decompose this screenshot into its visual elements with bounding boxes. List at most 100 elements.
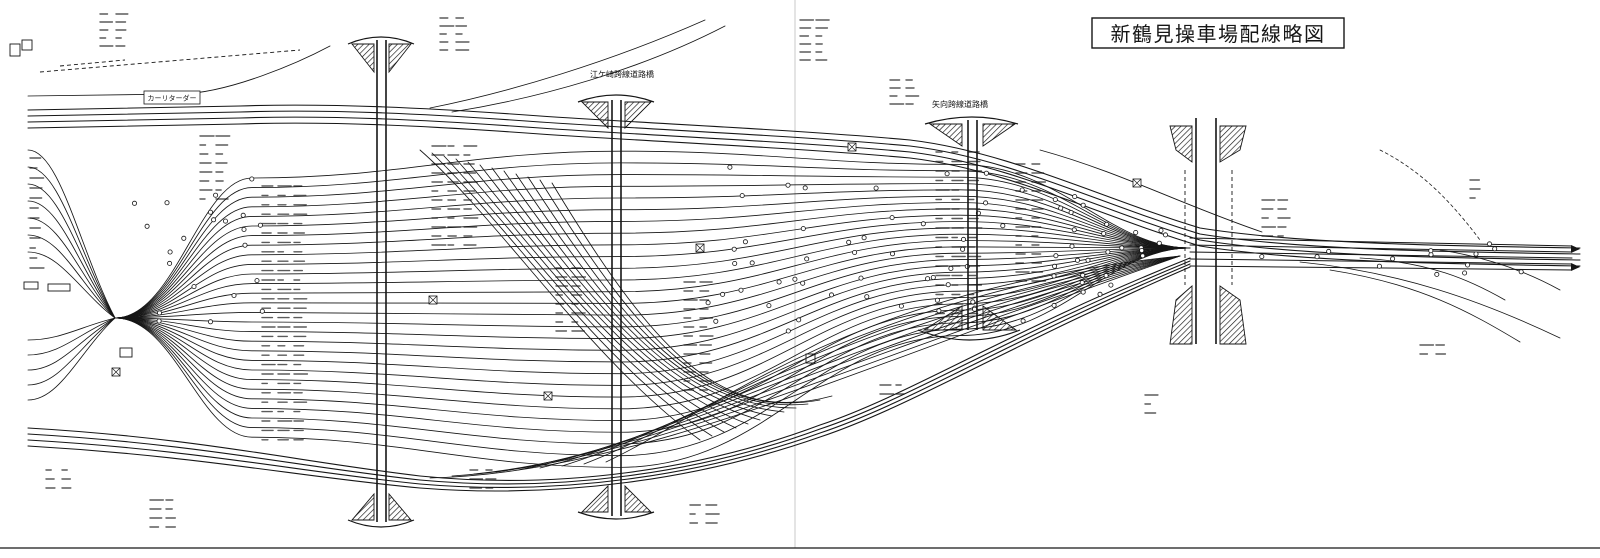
bridge-abutment [351, 492, 375, 521]
main-line-upper [27, 104, 1581, 249]
track-layer [27, 19, 1581, 492]
signal-cabin [695, 243, 705, 253]
signal [861, 235, 867, 241]
signal [1259, 254, 1265, 260]
signal [1390, 256, 1396, 262]
signal [1133, 229, 1139, 235]
signal [804, 256, 810, 262]
main-line-right [1189, 265, 1573, 271]
signal [1080, 272, 1086, 278]
signal [920, 221, 926, 227]
main-line-right [1189, 258, 1573, 265]
signal [945, 282, 951, 288]
bridge-abutment [580, 101, 609, 130]
signal [1119, 245, 1125, 251]
branch-line [451, 25, 726, 113]
building-outlines [9, 39, 816, 364]
signal-cabin [847, 142, 857, 152]
bridge-abutment [922, 305, 963, 331]
signal [191, 284, 197, 290]
signal [800, 226, 806, 232]
signal-cabin-cross [1132, 178, 1142, 188]
signal [731, 246, 737, 252]
signal [1376, 263, 1382, 269]
classification-track [114, 247, 1191, 421]
signal [231, 292, 237, 298]
classification-track [114, 150, 1191, 319]
signal [240, 212, 246, 218]
signal [249, 176, 255, 182]
classification-track [114, 246, 1191, 319]
signal [1326, 248, 1332, 254]
lead-track [27, 217, 116, 319]
signal [970, 299, 976, 305]
signal-cabin [428, 295, 438, 305]
signal [727, 164, 733, 170]
signal [1080, 289, 1086, 295]
signal [785, 328, 791, 334]
lead-track [27, 317, 116, 386]
signal [254, 278, 260, 284]
branch-line [1329, 269, 1521, 343]
signal [738, 287, 744, 293]
bridge-abutment [982, 123, 1017, 147]
signal [1052, 263, 1058, 269]
hump-lead-track [455, 158, 737, 429]
signal [829, 292, 835, 298]
lead-track [27, 317, 116, 341]
lead-track [27, 200, 116, 319]
bridge-abutment [624, 484, 653, 513]
bridge-section-arc [917, 329, 1021, 341]
signal [944, 171, 950, 177]
signal [259, 308, 265, 314]
classification-track [114, 247, 1191, 351]
classification-track [114, 195, 1191, 319]
building-outline [47, 283, 71, 292]
departure-lead-track [451, 255, 1181, 477]
classification-track [114, 247, 1191, 319]
dashed-boundaries [39, 49, 1233, 285]
signal [852, 249, 858, 255]
departure-lead-track [583, 255, 1181, 465]
branch-line [1299, 261, 1561, 339]
signal [1051, 273, 1057, 279]
signal [898, 303, 904, 309]
signal [800, 280, 806, 286]
bridge-abutment [388, 43, 412, 74]
building-outline [119, 347, 133, 358]
signal [749, 260, 755, 266]
signal [846, 239, 852, 245]
signal [156, 310, 162, 316]
hump-lead-track [503, 170, 785, 413]
bridge-section-arc [924, 116, 1019, 125]
bridge-abutment [1219, 285, 1247, 345]
classification-track [114, 247, 1191, 433]
dashed-boundary [59, 59, 126, 67]
signal [1105, 249, 1111, 255]
signal [1053, 253, 1059, 259]
dashed-boundary [39, 49, 301, 73]
signal [1079, 280, 1085, 286]
illegible-annotation-layer [29, 13, 1481, 528]
title-block: 新鶴見操車場配線略図 [1091, 17, 1345, 49]
signal [732, 260, 738, 266]
signal [241, 226, 247, 232]
car-retarder-callout: カーリターダー [143, 90, 201, 105]
signal [1140, 253, 1146, 259]
car-retarder-box [143, 90, 201, 105]
direction-arrow [1571, 263, 1580, 271]
main-line-upper [27, 116, 1581, 261]
signal [936, 308, 942, 314]
signal [1104, 221, 1110, 227]
signal [742, 239, 748, 245]
signal [889, 215, 895, 221]
lead-track [27, 317, 116, 371]
direction-arrow [1571, 245, 1580, 253]
signal [211, 217, 217, 223]
classification-track [114, 247, 1191, 363]
signal [864, 294, 870, 300]
signal-cabin-cross [847, 142, 857, 152]
classification-track [114, 162, 1191, 319]
signal [1139, 247, 1145, 253]
